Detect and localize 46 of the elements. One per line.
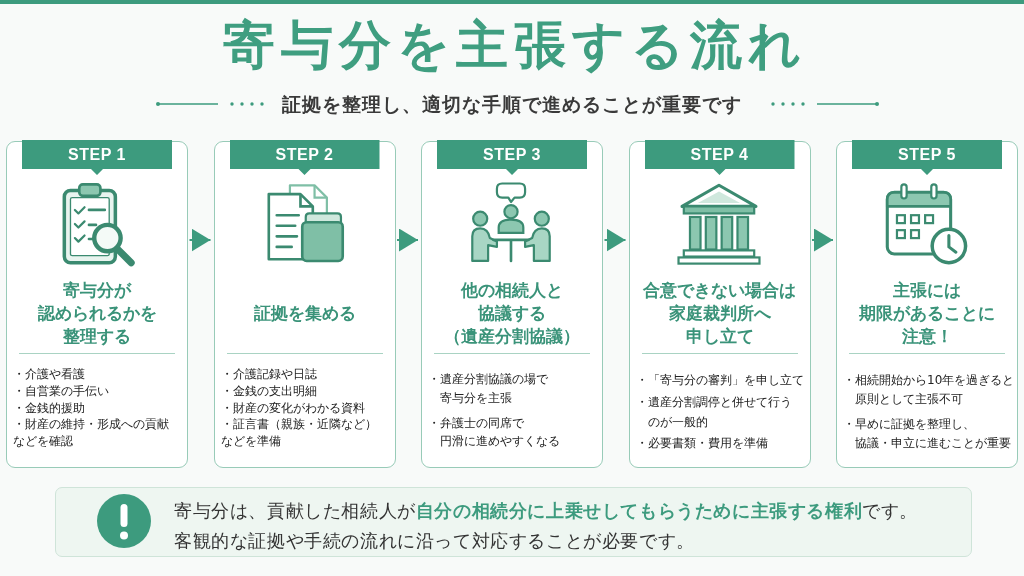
step-tab bbox=[229, 140, 380, 175]
step-card bbox=[213, 141, 396, 468]
step-tab bbox=[22, 140, 172, 175]
step-heading: 寄与分が認められるかを整理する bbox=[37, 278, 157, 348]
arrow bbox=[811, 228, 834, 252]
bullet-item: ・遺産分割調停と併せて行うのが一般的 bbox=[635, 393, 792, 431]
step-label: STEP 1 bbox=[68, 145, 126, 164]
step-tab bbox=[852, 140, 1002, 175]
bullet-item: ・証言書（親族・近隣など） bbox=[220, 416, 377, 433]
bullet-item: ・金銭の支出明細 bbox=[220, 382, 317, 400]
note-text: 寄与分は、貢献した相続人が自分の相続分に上乗せしてもらうために主張する権利です。 bbox=[174, 500, 919, 523]
step-card bbox=[836, 141, 1018, 468]
step-label: STEP 3 bbox=[483, 145, 541, 164]
arrow bbox=[396, 228, 419, 252]
note-text: 客観的な証拠や手続の流れに沿って対応することが必要です。 bbox=[174, 530, 695, 553]
bullet-item: ・介護や看護 bbox=[13, 366, 85, 383]
closing-text: などを確認 bbox=[13, 433, 73, 450]
bullet-item: ・必要書類・費用を準備 bbox=[635, 435, 768, 452]
bullet-item: ・財産の変化がわかる資料 bbox=[220, 399, 365, 417]
step-label: STEP 4 bbox=[690, 145, 749, 164]
step-label: STEP 5 bbox=[898, 145, 956, 164]
note-panel bbox=[55, 487, 972, 557]
subtitle: 証拠を整理し、適切な手順で進めることが重要です bbox=[282, 92, 742, 116]
title: 寄与分を主張する流れ bbox=[222, 14, 807, 76]
step-heading: 合意できない場合は家庭裁判所へ申し立て bbox=[643, 278, 796, 348]
step-label: STEP 2 bbox=[275, 145, 334, 164]
step-heading: 他の相続人と協議する（遺産分割協議） bbox=[444, 278, 580, 348]
bullet-item: ・相続開始から10年を過ぎると原則として主張不可 bbox=[843, 371, 1015, 408]
step-heading: 主張には期限があることに注意！ bbox=[859, 278, 995, 348]
step-tab bbox=[644, 140, 795, 175]
bullet-item: ・弁護士の同席で円滑に進めやすくなる bbox=[428, 414, 560, 450]
bullet-item: ・自営業の手伝い bbox=[13, 382, 109, 400]
step-card bbox=[6, 141, 188, 468]
bullet-item: ・財産の維持・形成への貢献 bbox=[13, 416, 169, 433]
step-tab bbox=[437, 140, 587, 175]
step-heading: 証拠を集める bbox=[253, 301, 356, 325]
step-card bbox=[421, 141, 603, 468]
step-card bbox=[628, 141, 811, 468]
arrow bbox=[603, 228, 627, 252]
bullet-item: ・遺産分割協議の場で寄与分を主張 bbox=[428, 371, 548, 407]
bullet-item: ・早めに証拠を整理し、協議・申立に進むことが重要 bbox=[843, 415, 1011, 452]
arrow bbox=[188, 228, 212, 252]
bullet-item: ・介護記録や日誌 bbox=[220, 366, 317, 383]
closing-text: などを準備 bbox=[220, 433, 281, 450]
bullet-item: ・「寄与分の審判」を申し立て bbox=[635, 372, 804, 389]
bullet-item: ・金銭的援助 bbox=[13, 399, 85, 417]
